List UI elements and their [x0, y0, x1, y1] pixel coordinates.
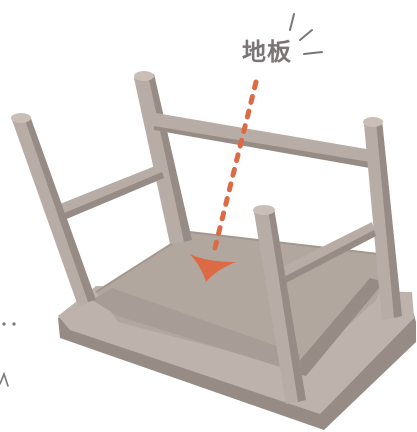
leg-back-left-foot — [134, 71, 154, 81]
emphasis-stroke-2 — [300, 30, 312, 40]
edge-dot-2 — [12, 322, 15, 325]
leg-front-right-foot — [253, 205, 275, 215]
leg-back-right-foot — [363, 117, 383, 127]
edge-dot-1 — [2, 322, 5, 325]
stretcher-left-shade — [62, 172, 164, 220]
emphasis-stroke-1 — [290, 14, 294, 30]
floor-label: 地板 — [242, 40, 292, 64]
edge-caret-mark — [0, 374, 8, 386]
leg-front-left-foot — [11, 113, 31, 123]
dotted-arrow-line — [214, 82, 256, 252]
emphasis-stroke-3 — [304, 52, 322, 54]
